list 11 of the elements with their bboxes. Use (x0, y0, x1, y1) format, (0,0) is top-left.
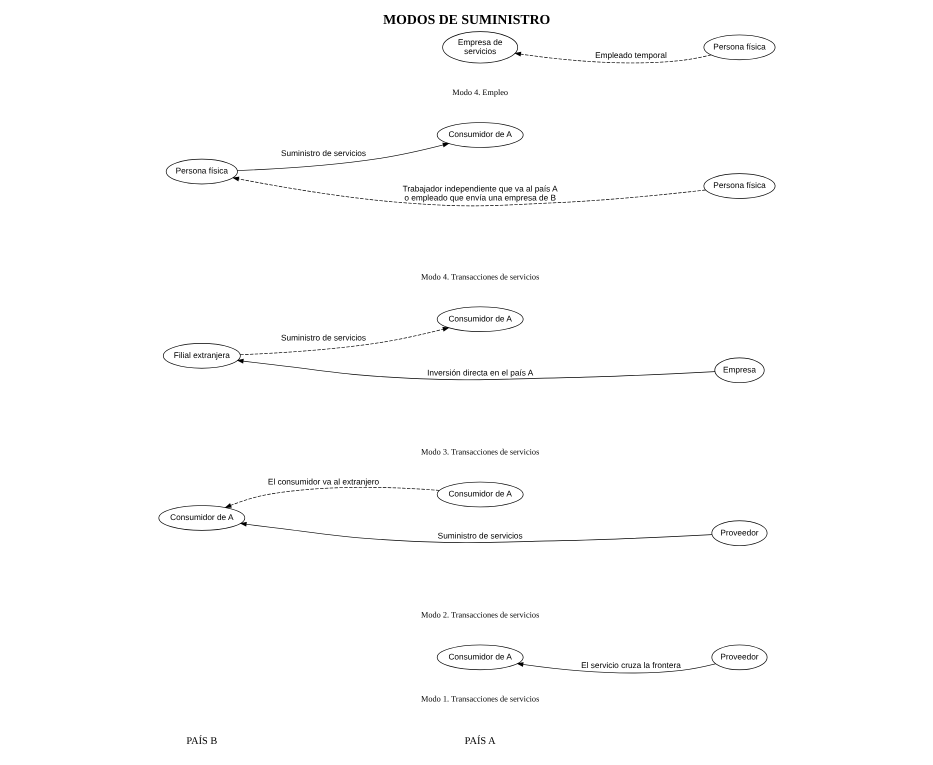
arrow (224, 486, 440, 508)
label: PAÍS B (186, 736, 217, 747)
arrow (232, 176, 706, 206)
label: PAÍS A (464, 736, 496, 747)
arrow (236, 142, 450, 171)
diagram-title: MODOS DE SUMINISTRO (382, 12, 550, 28)
arrow (516, 662, 716, 674)
arrow (239, 326, 450, 356)
arrow (514, 52, 711, 64)
arrow (236, 358, 715, 380)
arrow (239, 522, 712, 544)
